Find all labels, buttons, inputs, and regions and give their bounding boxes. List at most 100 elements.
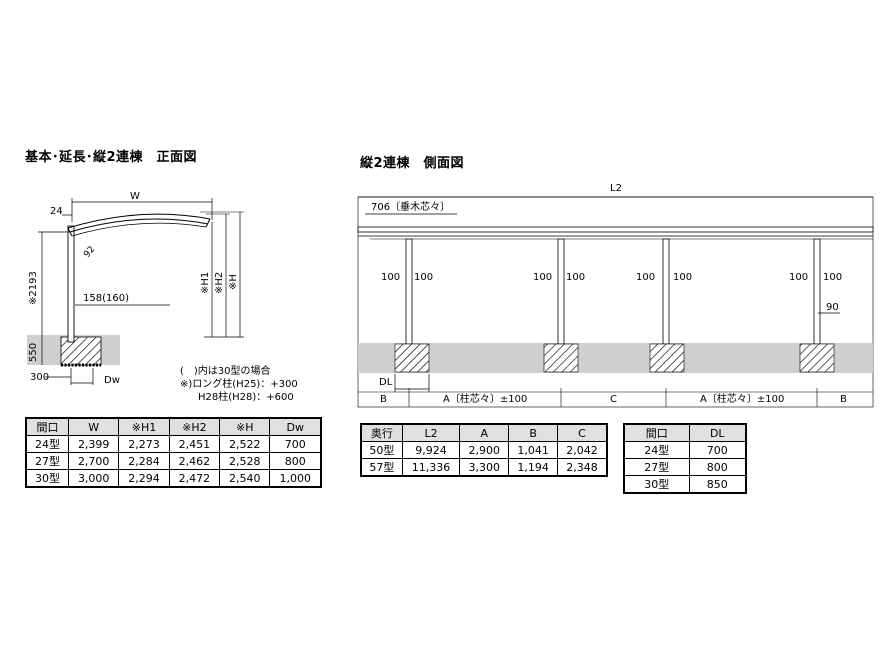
dim-24-label: 24 xyxy=(50,206,63,217)
table-header: ※H1 xyxy=(118,417,170,436)
table-header-row: 奥行 L2 A B C xyxy=(360,423,608,442)
table-row: 30型 850 xyxy=(623,475,747,494)
table-row: 24型 700 xyxy=(623,441,747,459)
dim-l2-label: L2 xyxy=(610,183,622,194)
note-line-1: ( )内は30型の場合 xyxy=(180,364,271,377)
table-row: 27型 800 xyxy=(623,458,747,476)
dim-h2-label: ※H2 xyxy=(214,272,225,294)
table-row: 50型 9,924 2,900 1,041 2,042 xyxy=(360,441,608,459)
dim-300-label: 300 xyxy=(30,372,49,383)
side-view-title: 縦2連棟 側面図 xyxy=(360,156,465,171)
dim-100-a-right: 100 xyxy=(414,272,433,283)
table-header: A xyxy=(459,423,510,442)
dim-550-label: 550 xyxy=(28,343,39,362)
table-cell: 27型 xyxy=(623,458,690,476)
table-cell: 1,041 xyxy=(508,441,559,459)
dim-100-b-left: 100 xyxy=(533,272,552,283)
table-cell: 11,336 xyxy=(401,458,461,477)
dim-90-label: 90 xyxy=(826,302,839,313)
table-cell: 2,284 xyxy=(118,452,170,470)
side-post-1 xyxy=(394,238,430,373)
dim-158-label: 158(160) xyxy=(83,293,129,304)
dim-2193-label: ※2193 xyxy=(28,271,39,305)
table-cell: 1,194 xyxy=(508,458,559,477)
depth-dimension-table: 奥行 L2 A B C 50型 9,924 2,900 1,041 2,042 … xyxy=(360,423,608,477)
table-cell: 24型 xyxy=(623,441,690,459)
table-cell: 3,000 xyxy=(68,469,120,488)
table-cell: 800 xyxy=(269,452,322,470)
seg-a-left: A〔柱芯々〕±100 xyxy=(443,392,527,405)
table-cell: 2,042 xyxy=(557,441,608,459)
dim-dw-label: Dw xyxy=(104,375,120,386)
front-dimension-table: 間口 W ※H1 ※H2 ※H Dw 24型 2,399 2,273 2,451… xyxy=(25,417,322,488)
table-cell: 2,700 xyxy=(68,452,120,470)
seg-a-right: A〔柱芯々〕±100 xyxy=(700,392,784,405)
front-foundation xyxy=(60,336,102,366)
table-cell: 2,472 xyxy=(168,469,221,488)
dim-h-label: ※H xyxy=(228,274,239,290)
table-row: 57型 11,336 3,300 1,194 2,348 xyxy=(360,458,608,477)
table-cell: 2,900 xyxy=(459,441,510,459)
table-cell: 3,300 xyxy=(459,458,510,477)
dim-100-b-right: 100 xyxy=(566,272,585,283)
table-row: 27型 2,700 2,284 2,462 2,528 800 xyxy=(25,452,322,470)
table-cell: 2,273 xyxy=(118,435,170,453)
side-post-4 xyxy=(799,238,835,373)
table-cell: 30型 xyxy=(25,469,70,488)
table-cell: 800 xyxy=(688,458,747,476)
table-cell: 2,451 xyxy=(168,435,221,453)
dim-706-label: 706〔垂木芯々〕 xyxy=(371,200,450,213)
width-dl-table: 間口 DL 24型 700 27型 800 30型 850 xyxy=(623,423,747,494)
table-header: Dw xyxy=(269,417,322,436)
side-post-3 xyxy=(649,238,685,373)
table-cell: 850 xyxy=(688,475,747,494)
table-header: DL xyxy=(688,423,747,442)
table-header: C xyxy=(557,423,608,442)
table-cell: 2,399 xyxy=(68,435,120,453)
table-header-row: 間口 W ※H1 ※H2 ※H Dw xyxy=(25,417,322,436)
table-cell: 2,522 xyxy=(219,435,271,453)
dim-100-a-left: 100 xyxy=(381,272,400,283)
seg-b-left: B xyxy=(380,394,387,405)
table-header: 間口 xyxy=(623,423,690,442)
table-header: ※H xyxy=(219,417,271,436)
dim-100-d-left: 100 xyxy=(789,272,808,283)
front-roof xyxy=(67,213,211,229)
dim-92-label: 92 xyxy=(82,245,97,260)
dim-w-label: W xyxy=(130,191,140,202)
front-view-title: 基本･延長･縦2連棟 正面図 xyxy=(25,150,198,165)
table-header: W xyxy=(68,417,120,436)
table-cell: 24型 xyxy=(25,435,70,453)
table-cell: 2,540 xyxy=(219,469,271,488)
dim-100-c-left: 100 xyxy=(636,272,655,283)
note-line-3: H28柱(H28)：+600 xyxy=(198,390,294,403)
dim-100-d-right: 100 xyxy=(823,272,842,283)
dim-h1-label: ※H1 xyxy=(200,272,211,294)
table-cell: 9,924 xyxy=(401,441,461,459)
table-cell: 700 xyxy=(269,435,322,453)
table-cell: 2,348 xyxy=(557,458,608,477)
note-line-2: ※)ロング柱(H25)：+300 xyxy=(180,377,298,390)
table-cell: 700 xyxy=(688,441,747,459)
table-cell: 57型 xyxy=(360,458,403,477)
seg-b-right: B xyxy=(840,394,847,405)
side-ground xyxy=(358,343,873,373)
table-cell: 27型 xyxy=(25,452,70,470)
table-cell: 1,000 xyxy=(269,469,322,488)
table-header: 間口 xyxy=(25,417,70,436)
seg-c: C xyxy=(610,394,617,405)
table-header: L2 xyxy=(401,423,461,442)
table-cell: 2,528 xyxy=(219,452,271,470)
dim-100-c-right: 100 xyxy=(673,272,692,283)
table-row: 24型 2,399 2,273 2,451 2,522 700 xyxy=(25,435,322,453)
table-header: ※H2 xyxy=(168,417,221,436)
side-post-2 xyxy=(543,238,579,373)
table-cell: 2,294 xyxy=(118,469,170,488)
dim-dl-label: DL xyxy=(379,377,393,388)
table-header: B xyxy=(508,423,559,442)
table-cell: 2,462 xyxy=(168,452,221,470)
table-row: 30型 3,000 2,294 2,472 2,540 1,000 xyxy=(25,469,322,488)
table-cell: 30型 xyxy=(623,475,690,494)
side-roof xyxy=(357,226,874,233)
